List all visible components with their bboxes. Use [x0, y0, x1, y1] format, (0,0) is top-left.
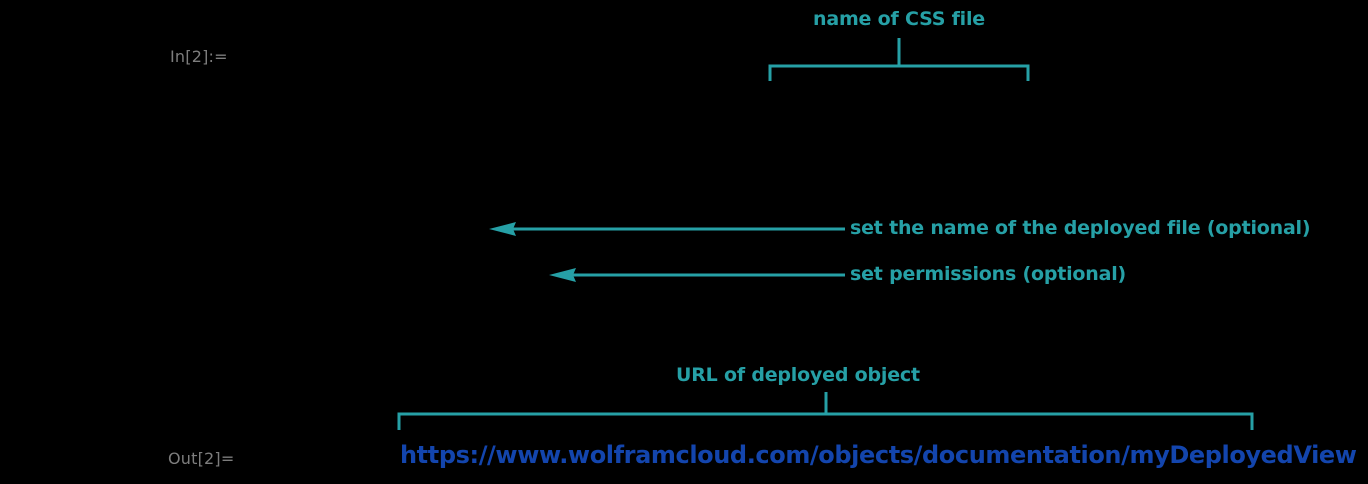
input-cell-label: In[2]:= [170, 47, 228, 66]
output-cell-label: Out[2]= [168, 449, 235, 468]
annotation-css-file-caption: name of CSS file [813, 8, 985, 30]
deployed-url-brace-path [397, 412, 1254, 430]
deployed-file-arrow-head [489, 222, 516, 236]
css-file-brace [768, 38, 1030, 81]
permissions-arrow-head [549, 268, 576, 282]
deployed-object-url-link[interactable]: https://www.wolframcloud.com/objects/doc… [400, 441, 1357, 469]
annotation-permissions-caption: set permissions (optional) [850, 263, 1127, 285]
deployed-file-arrow [489, 222, 845, 236]
annotation-deployed-url-caption: URL of deployed object [676, 364, 920, 386]
css-file-brace-path [768, 64, 1030, 81]
annotation-deployed-file-caption: set the name of the deployed file (optio… [850, 217, 1311, 239]
permissions-arrow [549, 268, 845, 282]
deployed-url-brace [397, 392, 1254, 430]
